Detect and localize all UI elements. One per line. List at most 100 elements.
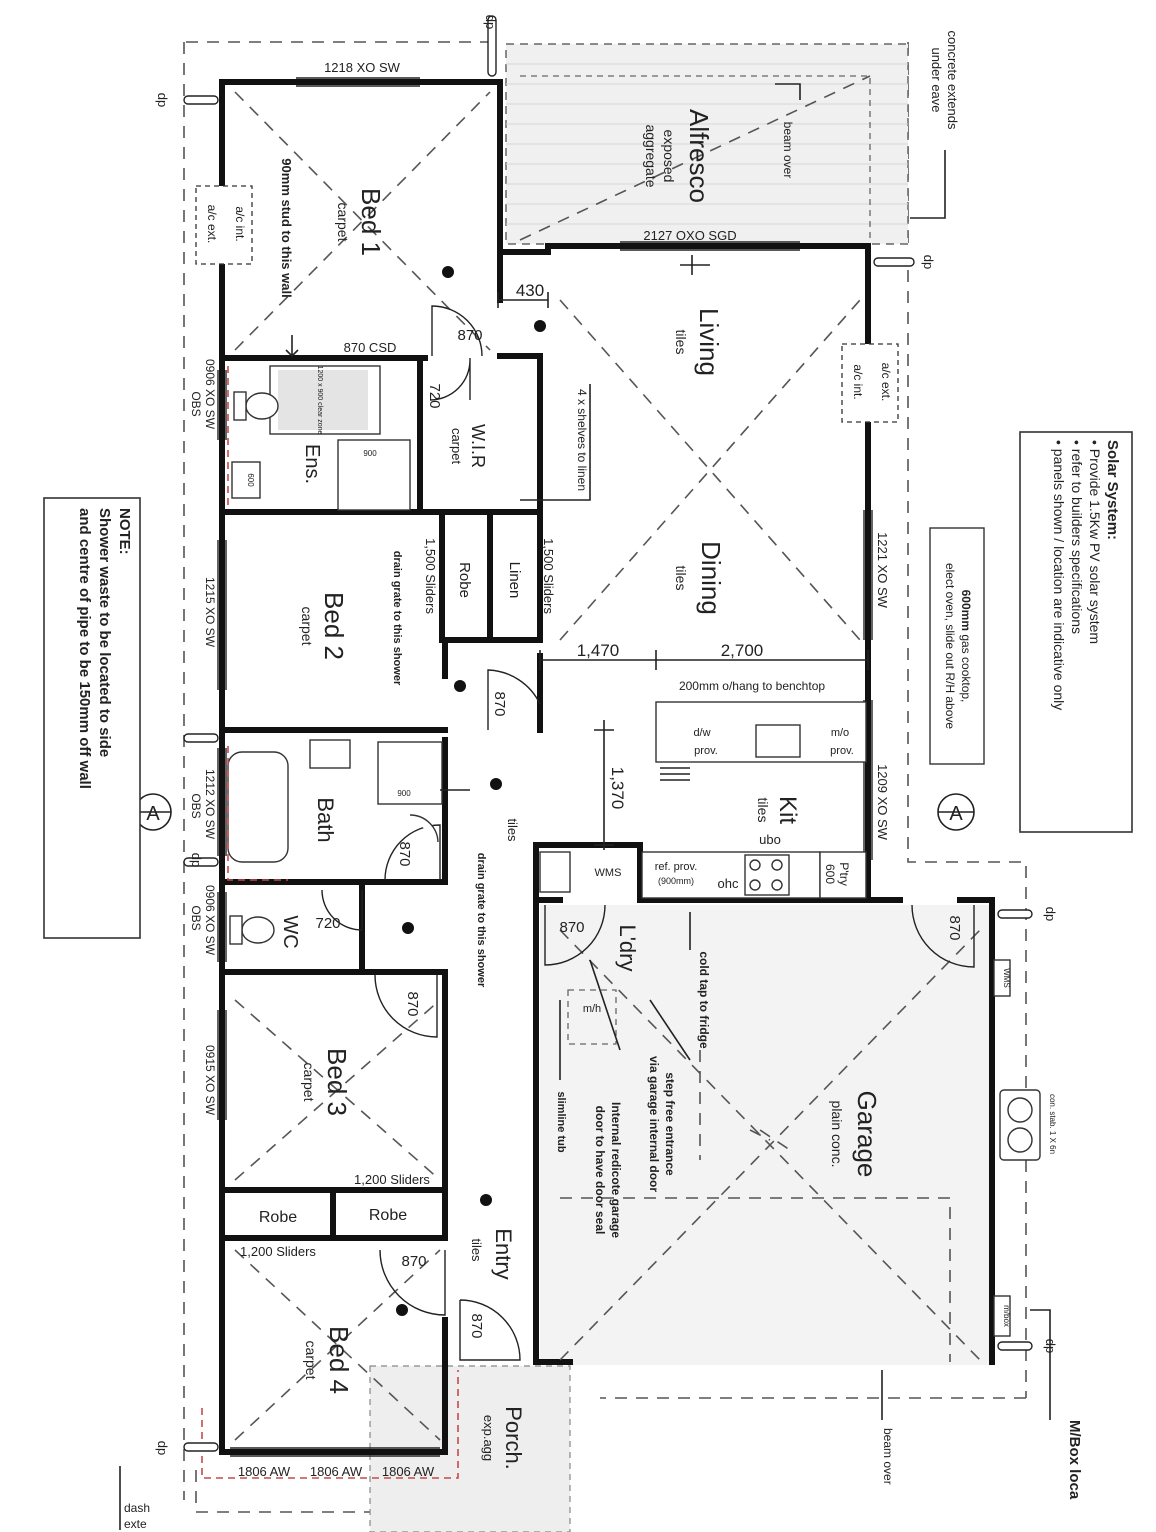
kit-finish: tiles — [755, 798, 771, 823]
sliders-1500-linen: 1,500 Sliders — [541, 538, 556, 614]
redicote-1: Internal redicote garage — [609, 1102, 623, 1238]
mbox-label: m/box — [1002, 1305, 1011, 1327]
dining-name: Dining — [696, 541, 726, 615]
pantry-label: P'try — [837, 862, 851, 886]
bed2-finish: carpet — [299, 607, 315, 646]
ohc-label: ohc — [718, 876, 739, 891]
vanity-600: 600 — [246, 473, 255, 487]
labels: Bed 1 carpet Bed 2 carpet Bed 3 carpet B… — [76, 15, 1121, 1531]
dim-2700: 2,700 — [721, 641, 764, 660]
porch-finish: exp.agg — [481, 1415, 496, 1461]
dim-1370: 1,370 — [608, 767, 627, 810]
solar-title: Solar System: — [1104, 440, 1121, 540]
robe-bed3-left: Robe — [259, 1209, 297, 1226]
window-0906-wc-obs: OBS — [189, 905, 203, 930]
note-box — [43, 497, 141, 939]
alfresco-cross — [519, 75, 871, 241]
light-points — [396, 266, 546, 1316]
window-0915: 0915 XO SW — [203, 1045, 217, 1116]
laundry-name: L'dry — [615, 925, 640, 972]
door-720-wir: 720 — [426, 383, 443, 408]
kit-name: Kit — [774, 796, 801, 824]
bed1-name: Bed 1 — [356, 188, 386, 256]
bed4-name: Bed 4 — [324, 1326, 354, 1394]
window-1215: 1215 XO SW — [203, 577, 217, 648]
living-finish: tiles — [673, 330, 689, 355]
bath-name: Bath — [313, 797, 338, 842]
dash-note-2: exte — [124, 1517, 147, 1531]
shower-900-ens: 900 — [363, 449, 377, 458]
ac-int-living: a/c int. — [851, 364, 865, 399]
ac-box-living — [841, 343, 899, 423]
mbox-location: M/Box loca — [1066, 1420, 1083, 1500]
concrete-note-2: under eave — [929, 47, 944, 112]
garage-finish: plain conc. — [829, 1101, 845, 1168]
door-720-wc: 720 — [315, 915, 340, 932]
dw-prov-2: prov. — [694, 745, 718, 757]
alfresco-finish-2: aggregate — [643, 124, 659, 187]
cavity-sliding-door: 870 CSD — [344, 340, 397, 355]
dash-note-1: dash — [124, 1501, 150, 1515]
window-0906-wc: 0906 XO SW — [203, 885, 217, 956]
section-a-left: A — [146, 803, 160, 825]
ac-box-bed1 — [195, 185, 253, 265]
ref-prov-2: (900mm) — [658, 876, 694, 886]
step-free-2: via garage internal door — [647, 1056, 661, 1192]
cooktop-note-2: elect oven, slide out R/H above — [943, 563, 957, 729]
redicote-2: door to have door seal — [593, 1106, 607, 1235]
red-dashes — [201, 366, 459, 1479]
window-1212: 1212 XO SW — [203, 769, 217, 840]
ensuite-name: Ens. — [301, 444, 323, 484]
solar-item-2: • refer to builders specifications — [1069, 440, 1085, 634]
door-870-bed2: 870 — [491, 691, 508, 716]
ac-ext-bed1: a/c ext. — [205, 205, 219, 244]
doors — [321, 305, 975, 1361]
section-marker-right — [937, 793, 975, 831]
stud-wall-arrow — [285, 335, 299, 358]
window-1221: 1221 XO SW — [875, 532, 890, 609]
dp-4: dp — [189, 853, 204, 867]
solar-item-1: • Provide 1.5Kw PV solar system — [1087, 440, 1103, 644]
bed4-finish: carpet — [303, 1341, 319, 1380]
cooktop-desc: gas cooktop, — [959, 631, 973, 702]
solar-box — [1019, 431, 1133, 833]
wms-garage: WMS — [1002, 968, 1011, 988]
shelves-note: 4 x shelves to linen — [575, 389, 589, 491]
dp-2: dp — [483, 15, 498, 29]
robe-bed2: Robe — [456, 562, 473, 598]
manhole-label: m/h — [583, 1003, 601, 1015]
ac-ext-living: a/c ext. — [879, 363, 893, 402]
walls — [219, 79, 995, 1455]
wir-finish: carpet — [449, 428, 464, 465]
dp-5: dp — [1043, 907, 1058, 921]
entry-finish: tiles — [469, 1238, 484, 1262]
sliders-1500-robe: 1,500 Sliders — [423, 538, 438, 614]
cooktop-size: 600mm — [959, 590, 973, 631]
window-1806-a: 1806 AW — [238, 1464, 291, 1479]
cooktop-box — [929, 527, 985, 765]
mo-prov-2: prov. — [830, 745, 854, 757]
note-line-2: and centre of pipe to be 150mm off wall — [76, 508, 93, 789]
alfresco-name: Alfresco — [684, 109, 714, 203]
living-name: Living — [694, 308, 724, 376]
bed3-name: Bed 3 — [322, 1048, 352, 1116]
shower-900-bath: 900 — [397, 789, 411, 798]
garage-name: Garage — [852, 1091, 882, 1178]
wc-name: WC — [279, 915, 301, 948]
fixtures — [227, 365, 1041, 1337]
dp-1: dp — [155, 93, 170, 107]
cold-tap-note: cold tap to fridge — [697, 951, 711, 1049]
drain-note-bath: drain grate to this shower — [475, 853, 487, 988]
alfresco-texture — [506, 63, 908, 225]
ac-int-bed1: a/c int. — [233, 206, 247, 241]
pantry-size: 600 — [823, 864, 837, 884]
window-1209: 1209 XO SW — [875, 764, 890, 841]
robe-bed3-right: Robe — [369, 1207, 407, 1224]
door-870-entry: 870 — [468, 1313, 485, 1338]
ref-prov-1: ref. prov. — [655, 861, 698, 873]
drain-note-ens: drain grate to this shower — [391, 551, 403, 686]
dw-prov-1: d/w — [693, 727, 710, 739]
door-870-bed3: 870 — [404, 991, 421, 1016]
section-a-right: A — [949, 803, 963, 825]
